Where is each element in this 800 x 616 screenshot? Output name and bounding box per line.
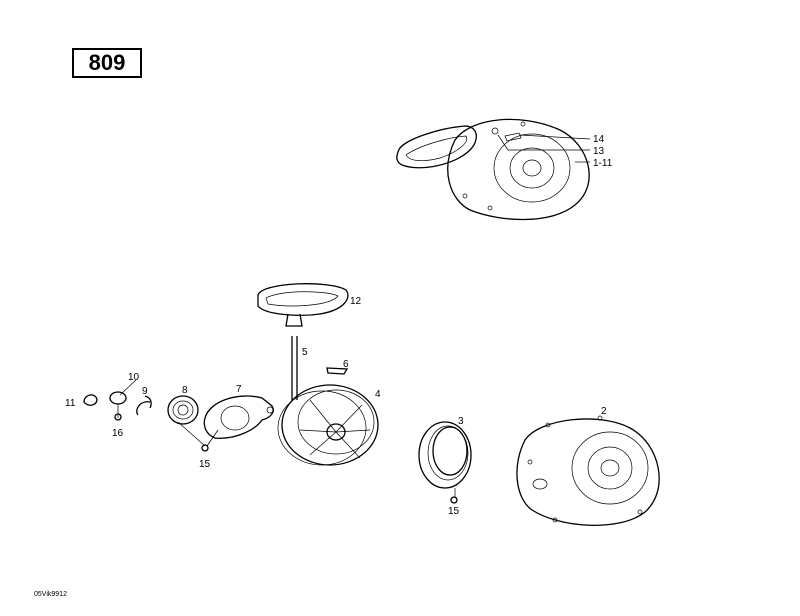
key-part [326, 367, 349, 375]
page-number-box: 809 [72, 48, 142, 78]
ring [83, 394, 98, 406]
callout-11: 11 [65, 398, 76, 409]
callout-6: 6 [343, 359, 349, 370]
callout-12: 12 [350, 296, 362, 307]
circlip [136, 395, 152, 416]
drawing-code: 05Vik9912 [34, 591, 67, 598]
spring-housing [203, 395, 274, 439]
callout-2: 2 [601, 406, 607, 417]
callout-9: 9 [142, 386, 148, 397]
pawl [109, 391, 127, 405]
nut [114, 413, 122, 421]
callout-15: 15 [448, 506, 460, 517]
callout-10: 10 [128, 372, 140, 383]
rope-sheave [277, 384, 379, 466]
callout-16: 16 [112, 428, 124, 439]
starter-handle [257, 283, 349, 327]
callout-15: 15 [199, 459, 211, 470]
callout-13: 13 [593, 146, 605, 157]
recoil-spring [167, 395, 199, 425]
callout-8: 8 [182, 385, 188, 396]
callout-14: 14 [593, 134, 605, 145]
callout-1-11: 1-11 [593, 158, 613, 169]
callout-5: 5 [302, 347, 308, 358]
rewind-starter-assembly [396, 118, 590, 221]
friction-ring [418, 421, 472, 489]
callout-7: 7 [236, 384, 242, 395]
callout-4: 4 [375, 389, 381, 400]
starter-housing [516, 415, 660, 526]
page-number: 809 [88, 50, 126, 75]
callout-3: 3 [458, 416, 464, 427]
